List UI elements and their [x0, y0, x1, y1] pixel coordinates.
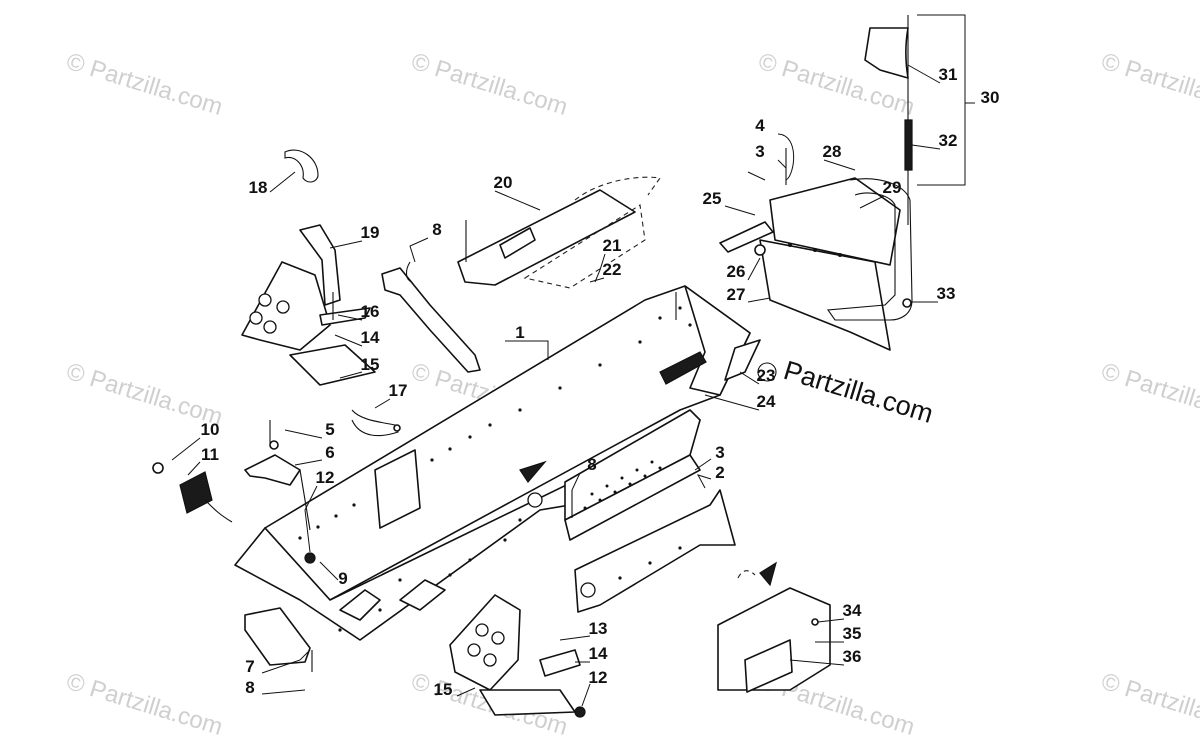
taillight-part-11 — [152, 462, 233, 523]
fasteners — [269, 148, 787, 672]
callout-22: 22 — [603, 260, 622, 279]
footrest-plate — [564, 409, 701, 541]
model-decal — [659, 351, 707, 385]
tunnel-hole — [527, 492, 543, 508]
callout-14: 14 — [361, 328, 380, 347]
watermark: © Partzilla.com — [1098, 668, 1200, 741]
side-rail-part-2 — [574, 489, 736, 613]
callout-13: 13 — [589, 619, 608, 638]
front-arrow-icon — [519, 460, 547, 483]
bracket-part-6 — [244, 440, 301, 486]
rear-bumper-assembly — [719, 177, 913, 351]
callout-2: 2 — [715, 463, 724, 482]
callout-12: 12 — [316, 468, 335, 487]
vent-plate — [724, 339, 761, 381]
callout-31: 31 — [939, 65, 958, 84]
callout-1: 1 — [515, 323, 524, 342]
callout-5: 5 — [325, 420, 334, 439]
callout-6: 6 — [325, 443, 334, 462]
callout-17: 17 — [389, 381, 408, 400]
leader-lines — [171, 64, 975, 707]
tunnel-rivets — [298, 306, 692, 632]
brand-logo: Partzilla.com — [757, 355, 937, 429]
watermark: © Partzilla.com — [1098, 48, 1200, 121]
cable-part-17 — [351, 409, 401, 437]
callout-30: 30 — [981, 88, 1000, 107]
callout-4: 4 — [755, 116, 765, 135]
callout-10: 10 — [201, 420, 220, 439]
running-board-left — [241, 224, 376, 386]
arrow-icon — [759, 561, 777, 587]
callout-7: 7 — [245, 657, 254, 676]
callout-3: 3 — [755, 142, 764, 161]
callout-layer: 1233456788891011121213141415151617181920… — [201, 65, 1000, 699]
callout-35: 35 — [843, 624, 862, 643]
seat-support-part-20 — [457, 176, 661, 289]
callout-36: 36 — [843, 647, 862, 666]
callout-20: 20 — [494, 173, 513, 192]
watermark: © Partzilla.com — [63, 668, 226, 741]
clamp-part-18 — [284, 149, 319, 183]
callout-25: 25 — [703, 189, 722, 208]
callout-23: 23 — [757, 366, 776, 385]
nut-part-12 — [574, 706, 586, 718]
callout-29: 29 — [883, 178, 902, 197]
bracket-part-19 — [381, 261, 481, 373]
callout-3: 3 — [715, 443, 724, 462]
callout-15: 15 — [434, 680, 453, 699]
callout-11: 11 — [201, 445, 219, 464]
callout-9: 9 — [338, 569, 347, 588]
callout-12: 12 — [589, 668, 608, 687]
watermark: © Partzilla.com — [1098, 358, 1200, 431]
callout-8: 8 — [587, 455, 596, 474]
watermark: © Partzilla.com — [63, 48, 226, 121]
callout-33: 33 — [937, 284, 956, 303]
callout-8: 8 — [432, 220, 441, 239]
callout-21: 21 — [603, 236, 622, 255]
callout-32: 32 — [939, 131, 958, 150]
callout-27: 27 — [727, 285, 746, 304]
callout-28: 28 — [823, 142, 842, 161]
callout-15: 15 — [361, 355, 380, 374]
flag-assembly-part-30 — [864, 14, 966, 308]
callout-14: 14 — [589, 644, 608, 663]
callout-24: 24 — [757, 392, 776, 411]
brand-text: Partzilla.com — [780, 355, 937, 429]
callout-16: 16 — [361, 302, 380, 321]
copyright-icon — [757, 362, 777, 382]
callout-26: 26 — [727, 262, 746, 281]
tunnel-part-1 — [234, 285, 761, 641]
callout-34: 34 — [843, 601, 862, 620]
callout-18: 18 — [249, 178, 268, 197]
nut-part-12 — [304, 552, 316, 564]
watermark: © Partzilla.com — [408, 48, 571, 121]
rear-cover-part-35 — [717, 561, 831, 693]
callout-19: 19 — [361, 223, 380, 242]
bracket-part-7 — [244, 607, 311, 666]
callout-8: 8 — [245, 678, 254, 697]
